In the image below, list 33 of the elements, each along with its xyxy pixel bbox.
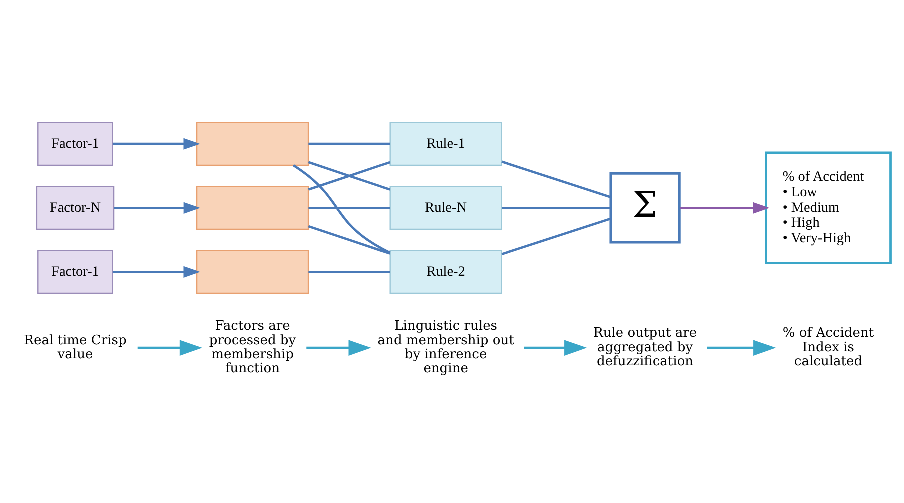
node-box: Factor-N [36,186,115,230]
arrow [524,340,588,356]
connector [502,217,611,255]
connector [308,142,390,145]
node-box: Σ [610,172,681,244]
connector [308,270,390,273]
node-box [196,122,310,166]
arrow [306,340,372,356]
node-box: % of Accident • Low • Medium • High • Very-High [765,151,892,264]
node-text: Factors are processed by membership function [209,318,296,376]
arrow [112,266,200,278]
connector [308,206,390,209]
connector [502,160,611,198]
node-box: Rule-1 [390,122,502,166]
node-box: Factor-1 [38,250,114,294]
arrow [680,202,770,214]
node-box [196,250,310,294]
node-box: Rule-2 [390,250,502,294]
node-text: % of Accident Index is calculated [782,326,874,370]
node-box: Factor-1 [38,122,114,166]
node-text: Linguistic rules and membership out by inference engine [378,318,514,376]
arrow [112,138,200,150]
connector [502,206,611,209]
arrow [707,340,776,356]
connector [308,160,391,190]
arrow [138,340,202,356]
node-text: Real time Crisp value [24,332,127,362]
connector [292,164,391,254]
arrow [114,202,200,214]
node-box [196,186,310,230]
node-box: Rule-N [390,186,502,230]
connector [308,224,391,254]
node-text: Rule output are aggregated by defuzzification [594,326,698,370]
